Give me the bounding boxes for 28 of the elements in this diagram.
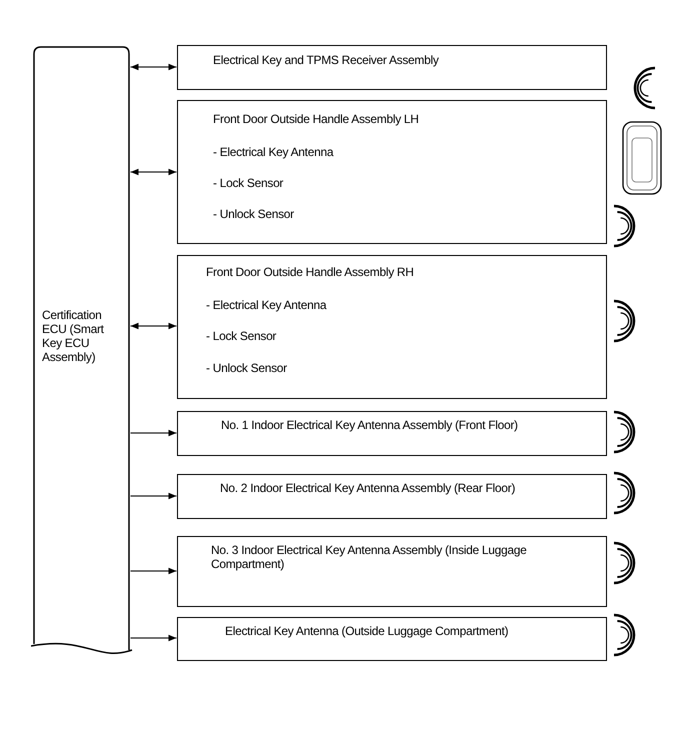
- box-title: No. 1 Indoor Electrical Key Antenna Assembly (Front Floor): [221, 418, 518, 432]
- arrow: [130, 168, 177, 176]
- arrow: [130, 430, 177, 436]
- box-title: Electrical Key Antenna (Outside Luggage Compartment): [225, 624, 508, 638]
- arrow: [130, 568, 177, 574]
- component-box: [177, 45, 607, 90]
- component-box: [177, 536, 607, 607]
- box-title: No. 2 Indoor Electrical Key Antenna Assembly (Rear Floor): [220, 481, 516, 495]
- component-box: [177, 617, 607, 661]
- arrow: [130, 634, 177, 642]
- component-box: [177, 255, 607, 399]
- list-item: - Electrical Key Antenna: [213, 145, 334, 159]
- component-box: [177, 474, 607, 519]
- list-item: - Unlock Sensor: [213, 207, 294, 221]
- box-title: Front Door Outside Handle Assembly LH: [213, 112, 419, 126]
- box-title: No. 3 Indoor Electrical Key Antenna Assembly (Inside Luggage Compartment): [211, 543, 528, 571]
- box-title: Front Door Outside Handle Assembly RH: [206, 265, 414, 279]
- list-item: - Lock Sensor: [213, 176, 284, 190]
- component-box: [177, 411, 607, 456]
- ecu-label: Certification ECU (Smart Key ECU Assembly): [42, 308, 105, 364]
- arrow: [130, 322, 177, 330]
- list-item: - Lock Sensor: [206, 329, 276, 343]
- arrow: [130, 492, 177, 500]
- list-item: - Electrical Key Antenna: [206, 298, 326, 312]
- arrow: [130, 64, 177, 70]
- box-title: Electrical Key and TPMS Receiver Assembly: [213, 53, 439, 67]
- component-box: [177, 100, 607, 244]
- list-item: - Unlock Sensor: [206, 361, 287, 375]
